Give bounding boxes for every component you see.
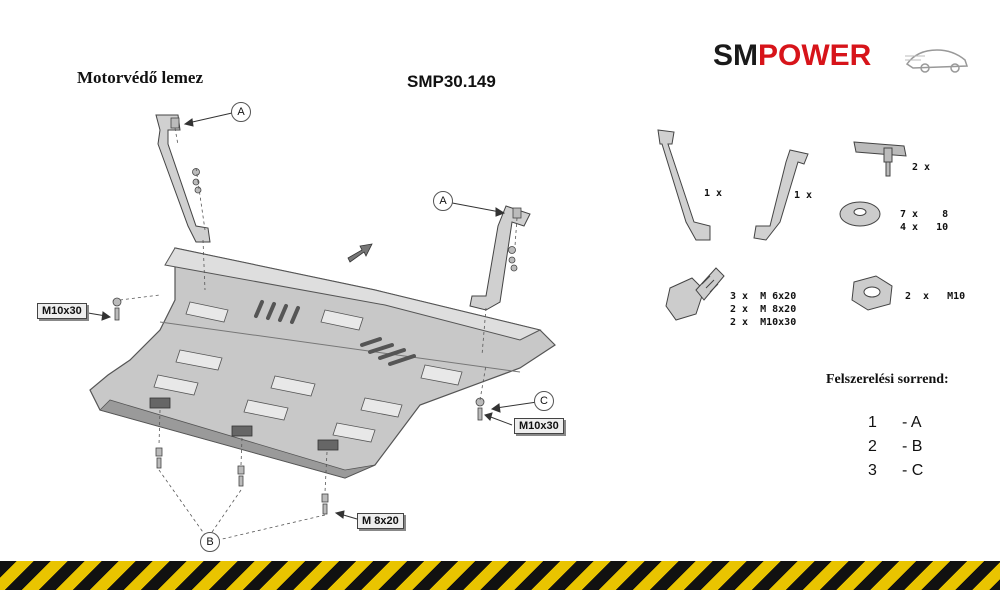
plate-nut-icon [853,141,907,177]
logo-sm-text: SM [713,39,758,72]
callout-c: C [534,391,554,411]
callout-a-left: A [231,102,251,122]
sequence-list: 1 - A 2 - B 3 - C [868,414,923,486]
sequence-row-2: 2 - B [868,438,923,462]
bolts-qty-line3: 2 x M10x30 [730,317,797,328]
logo-car-icon [905,49,969,73]
skid-plate-diagram [87,112,556,541]
hazard-stripe-footer [0,561,1000,590]
direction-arrow-icon [347,243,373,263]
washer-qty-line1: 7 x 8 [900,209,949,220]
bolt-m10x30-right-label: M10x30 [514,418,564,434]
skid-plate [89,247,556,479]
sequence-number: 2 [868,438,877,455]
plate-nut-qty: 2 x [912,162,931,173]
smpower-logo: SMPOWER [713,39,871,73]
washer-qty-line2: 4 x 10 [900,222,949,233]
sequence-letter: - A [902,414,922,431]
sequence-title: Felszerelési sorrend: [826,372,949,387]
nut-qty: 2 x M10 [905,291,966,302]
right-bracket [469,205,531,311]
bracket-long-qty: 1 x [704,188,723,199]
left-bracket [155,114,211,243]
logo-power-text: POWER [758,39,872,72]
sequence-number: 3 [868,462,877,479]
bolts-qty-line1: 3 x M 6x20 [730,291,797,302]
fasteners [112,117,522,515]
bolt-m8x20-label: M 8x20 [357,513,404,529]
bolt-icon [665,267,725,321]
sequence-row-1: 1 - A [868,414,923,438]
sequence-number: 1 [868,414,877,431]
sequence-letter: - C [902,462,924,479]
washer-icon [839,201,881,227]
bracket-long-icon [657,129,711,241]
bracket-short-qty: 1 x [794,190,813,201]
part-code: SMP30.149 [407,72,496,91]
bolt-m10x30-left-label: M10x30 [37,303,87,319]
callout-a-right: A [433,191,453,211]
parts-list-graphics [657,129,907,321]
bolts-qty-line2: 2 x M 8x20 [730,304,797,315]
sequence-letter: - B [902,438,923,455]
sequence-row-3: 3 - C [868,462,923,486]
hex-nut-icon [851,275,893,311]
bracket-short-icon [753,149,809,241]
diagram-title: Motorvédő lemez [77,68,204,87]
callout-b: B [200,532,220,552]
